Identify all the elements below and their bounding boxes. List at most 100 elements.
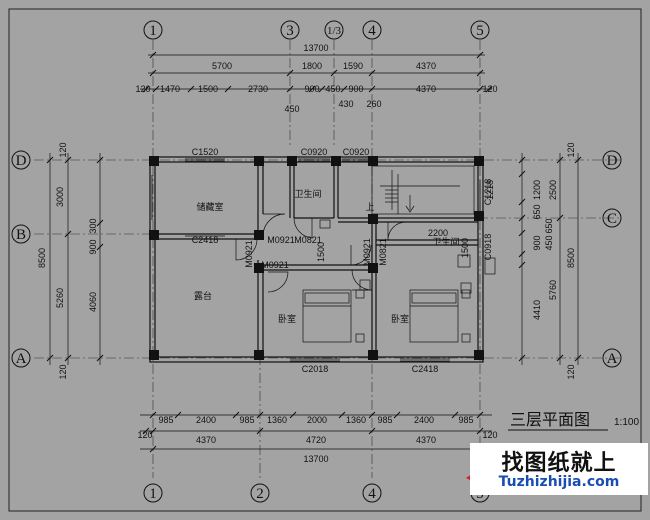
dim-left-inner: 120 xyxy=(58,142,68,157)
windows xyxy=(151,158,481,362)
axis-label-right-a: A xyxy=(607,351,618,367)
door-tag: M0921 xyxy=(244,240,254,268)
axis-label-left-a: A xyxy=(16,351,27,367)
dim-right-inner: 1218 xyxy=(485,180,495,200)
window-tag: C2418 xyxy=(192,235,219,245)
room-label-terrace: 露台 xyxy=(194,290,212,301)
dim-bottom-r1: 985 xyxy=(158,415,173,425)
dim-right-inner: 900 xyxy=(532,235,542,250)
dim-left-inner: 120 xyxy=(58,364,68,379)
axis-label-bottom-4: 4 xyxy=(368,486,376,502)
dim-bottom-r1: 2400 xyxy=(414,415,434,425)
watermark: 找图纸就上 Tuzhizhijia.com xyxy=(470,443,648,495)
room-label-bath-left: 卫生间 xyxy=(294,188,321,199)
axis-label-bottom-2: 2 xyxy=(256,486,264,502)
dim-left-total: 8500 xyxy=(37,248,47,268)
door-tag: M0821 xyxy=(294,235,322,245)
dim-top-r3: 900 xyxy=(348,84,363,94)
dim-bottom-r2: 120 xyxy=(137,430,152,440)
axis-label-left-d: D xyxy=(16,153,27,169)
axis-label-right-c: C xyxy=(607,211,617,227)
axis-label-right-d: D xyxy=(607,153,618,169)
door-tag: M0921 xyxy=(261,260,289,270)
dim-top-r3: 900 xyxy=(304,84,319,94)
axis-label-top-5: 5 xyxy=(476,23,484,39)
stair-up-label: 上 xyxy=(365,202,374,212)
room-label-bedroom-left: 卧室 xyxy=(278,313,296,324)
dim-top-r2: 1590 xyxy=(343,61,363,71)
dim-top-r2: 4370 xyxy=(416,61,436,71)
dim-right-inner: 650 xyxy=(532,204,542,219)
dim-bottom-r2: 4720 xyxy=(306,435,326,445)
window-tag: C2418 xyxy=(412,364,439,374)
watermark-url: Tuzhizhijia.com xyxy=(498,474,620,490)
dim-note: 2200 xyxy=(428,228,448,238)
room-label-bath-right: 卫生间 xyxy=(432,236,459,247)
room-label-bedroom-right: 卧室 xyxy=(391,313,409,324)
dim-bottom-r1: 985 xyxy=(377,415,392,425)
stair xyxy=(371,165,475,215)
dim-top-r3: 2730 xyxy=(248,84,268,94)
window-tag: C0918 xyxy=(483,234,493,261)
dim-right-total: 8500 xyxy=(566,248,576,268)
drawing-frame xyxy=(8,8,642,512)
axis-label-top-3: 3 xyxy=(286,23,294,39)
dim-right-inner: 120 xyxy=(566,142,576,157)
dim-top-r3: 120 xyxy=(135,84,150,94)
dim-left-inner: 4060 xyxy=(88,292,98,312)
watermark-text: 找图纸就上 xyxy=(501,451,617,476)
window-tag: C1520 xyxy=(192,147,219,157)
dim-bottom-r1: 2000 xyxy=(307,415,327,425)
drawing-title-block: 三层平面图 1:100 xyxy=(508,410,639,431)
dim-left-inner: 900 xyxy=(88,239,98,254)
dim-top-r3: 120 xyxy=(482,84,497,94)
window-tag: C1218 xyxy=(483,179,493,206)
dim-top-r3: 1500 xyxy=(198,84,218,94)
dim-right-inner: 650 xyxy=(544,218,554,233)
dim-left-inner: 300 xyxy=(88,218,98,233)
dim-bottom-r1: 985 xyxy=(458,415,473,425)
axis-label-top-1: 1 xyxy=(149,23,157,39)
door-tag: M0821 xyxy=(378,238,388,266)
dim-bottom-r1: 2400 xyxy=(196,415,216,425)
drawing-title: 三层平面图 xyxy=(510,410,590,429)
dim-note: 1500 xyxy=(460,238,470,258)
dim-left-mid: 5260 xyxy=(55,288,65,308)
dim-bottom-r1: 1360 xyxy=(346,415,366,425)
walls xyxy=(149,156,484,363)
dim-right-inner: 4410 xyxy=(532,300,542,320)
drawing-scale: 1:100 xyxy=(614,417,639,428)
dimension-ticks xyxy=(46,51,582,453)
dim-top-r2: 5700 xyxy=(212,61,232,71)
dim-top-r3: 450 xyxy=(325,84,340,94)
dim-right-mid: 2500 xyxy=(548,180,558,200)
dim-note: 1500 xyxy=(316,242,326,262)
dimension-lines xyxy=(49,54,579,450)
dim-top-r2: 1800 xyxy=(302,61,322,71)
dim-bottom-total: 13700 xyxy=(303,454,328,464)
window-tag: C0920 xyxy=(343,147,370,157)
dim-top-r4: 450 xyxy=(284,104,299,114)
dim-right-inner: 1200 xyxy=(532,180,542,200)
axis-label-left-b: B xyxy=(16,227,26,243)
dim-right-inner: 450 xyxy=(544,235,554,250)
room-label-storage: 储藏室 xyxy=(196,201,223,212)
dim-bottom-r2: 120 xyxy=(482,430,497,440)
columns xyxy=(149,156,484,360)
dim-top-r4: 260 xyxy=(366,99,381,109)
dim-top-r4: 430 xyxy=(338,99,353,109)
window-tag: C0920 xyxy=(301,147,328,157)
bedroom-furniture xyxy=(302,219,496,343)
door-tag: M0921 xyxy=(267,235,295,245)
dim-right-inner: 120 xyxy=(566,364,576,379)
dim-bottom-r1: 1360 xyxy=(267,415,287,425)
axis-label-top-4: 4 xyxy=(368,23,376,39)
dim-left-mid: 3000 xyxy=(55,187,65,207)
dim-bottom-r2: 4370 xyxy=(196,435,216,445)
dim-bottom-r1: 985 xyxy=(239,415,254,425)
axis-label-bottom-1: 1 xyxy=(149,486,157,502)
axis-label-top-1-3: 1/3 xyxy=(327,25,342,37)
dim-top-total: 13700 xyxy=(303,43,328,53)
door-tag: M0921 xyxy=(362,238,372,266)
